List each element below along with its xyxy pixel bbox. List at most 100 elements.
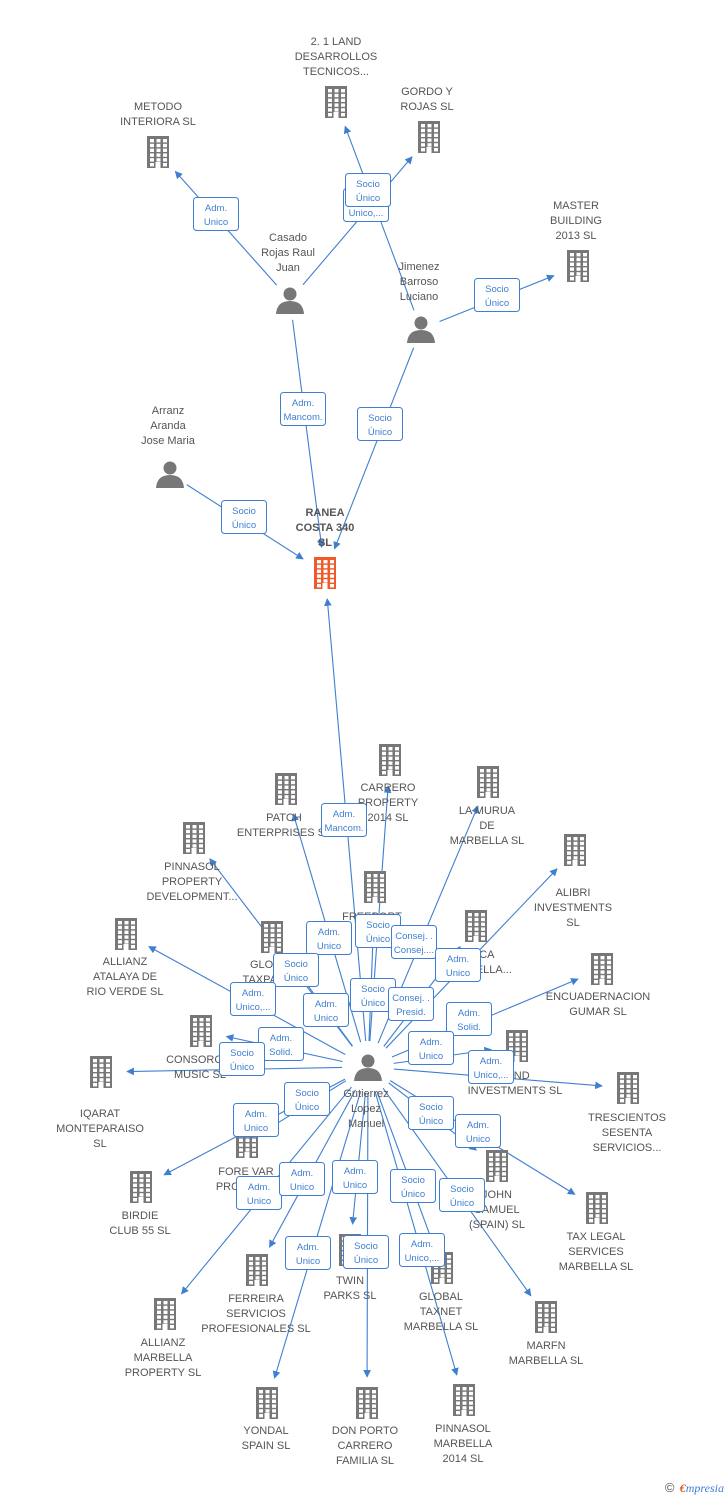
edge-label-text: Único: [366, 934, 390, 945]
building-icon: [130, 1171, 152, 1203]
edge-label-gutierrez-taxlegal[interactable]: Adm.Unico: [455, 1114, 501, 1148]
edge-label-text: Adm.: [291, 1168, 313, 1179]
edge-label-gutierrez-globalpark[interactable]: Adm.Unico: [303, 993, 349, 1027]
brand-name: mpresia: [685, 1481, 724, 1495]
edge-label-casado-metodo[interactable]: Adm.Unico: [193, 197, 239, 231]
edge-label-gutierrez-ferreira[interactable]: Adm.Unico: [236, 1176, 282, 1210]
edge-label-text: Consej....: [394, 945, 434, 956]
edge-label-gutierrez-globaltaxnet[interactable]: Adm.Unico: [332, 1160, 378, 1194]
node-label-line: SERVICIOS: [226, 1308, 286, 1320]
edge-label-text: Único: [354, 1255, 378, 1266]
edge-label-text: Unico: [247, 1196, 271, 1207]
edge-label-gutierrez-consorcio[interactable]: Adm.Solid.: [258, 1027, 304, 1061]
edge-label-gutierrez-twin[interactable]: Adm.Unico: [279, 1162, 325, 1196]
edge-label-gutierrez-allianzatalaya[interactable]: Adm.Unico,...: [230, 982, 276, 1016]
edge-label-text: Adm.: [447, 954, 469, 965]
node-label-line: ROJAS SL: [400, 101, 453, 113]
building-icon: [261, 921, 283, 953]
node-label-line: INVESTMENTS: [534, 902, 612, 914]
node-pinnasolprop[interactable]: PINNASOLPROPERTYDEVELOPMENT...: [146, 822, 238, 903]
edge-label-gutierrez-land[interactable]: Adm.Unico: [408, 1031, 454, 1065]
edge-label-gutierrez-trescientos[interactable]: Adm.Unico,...: [468, 1050, 514, 1084]
edge-label-gutierrez-ranea[interactable]: Adm.Mancom.: [321, 803, 367, 837]
node-label-line: RIO VERDE SL: [86, 986, 163, 998]
building-icon: [190, 1015, 212, 1047]
edge-gutierrez-twin: [349, 1092, 367, 1225]
edge-label-text: Unico,...: [474, 1070, 509, 1081]
edge-labels-layer: Adm.UnicoAdm.Unico,...SocioÚnicoSocioÚni…: [193, 173, 520, 1270]
building-icon: [154, 1298, 176, 1330]
node-label-line: BIRDIE: [122, 1210, 159, 1222]
edge-label-gutierrez-patch[interactable]: Adm.Unico: [306, 921, 352, 955]
edge-label-gutierrez-lamurua[interactable]: Consej. . Consej....: [391, 925, 437, 959]
edge-label-text: Unico: [204, 217, 228, 228]
edge-label-text: Consej. .: [395, 931, 433, 942]
edge-label-text: Socio: [419, 1102, 443, 1113]
edge-label-gutierrez-yondal[interactable]: Adm.Unico: [285, 1236, 331, 1270]
node-trescientos[interactable]: TRESCIENTOSSESENTASERVICIOS...: [588, 1072, 666, 1154]
edge-label-text: Socio: [485, 284, 509, 295]
node-label-line: CONSORCIO: [166, 1054, 234, 1066]
edge-label-text: Unico: [317, 941, 341, 952]
edge-label-text: Único: [419, 1116, 443, 1127]
edge-label-gutierrez-alibri[interactable]: Adm.Unico: [435, 948, 481, 982]
empresia-brand[interactable]: © €mpresia: [665, 1480, 724, 1496]
edge-label-gutierrez-john[interactable]: Adm.Unico: [233, 1103, 279, 1137]
building-icon: [465, 910, 487, 942]
edge-label-casado-ranea[interactable]: Adm.Mancom.: [280, 392, 326, 426]
building-icon: [564, 834, 586, 866]
edge-label-text: Unico,...: [405, 1253, 440, 1264]
edge-label-gutierrez-finca[interactable]: Consej. .Presid.: [388, 987, 434, 1021]
building-icon: [246, 1254, 268, 1286]
edge-label-text: Adm.: [245, 1109, 267, 1120]
edge-label-gutierrez-encuadernacion[interactable]: Adm.Solid.: [446, 1002, 492, 1036]
node-dos1land[interactable]: 2. 1 LANDDESARROLLOSTECNICOS...: [295, 36, 378, 118]
node-label-line: FORE VAR: [218, 1166, 273, 1178]
edge-label-gutierrez-pinnasolmarbella[interactable]: Adm.Unico,...: [399, 1233, 445, 1267]
